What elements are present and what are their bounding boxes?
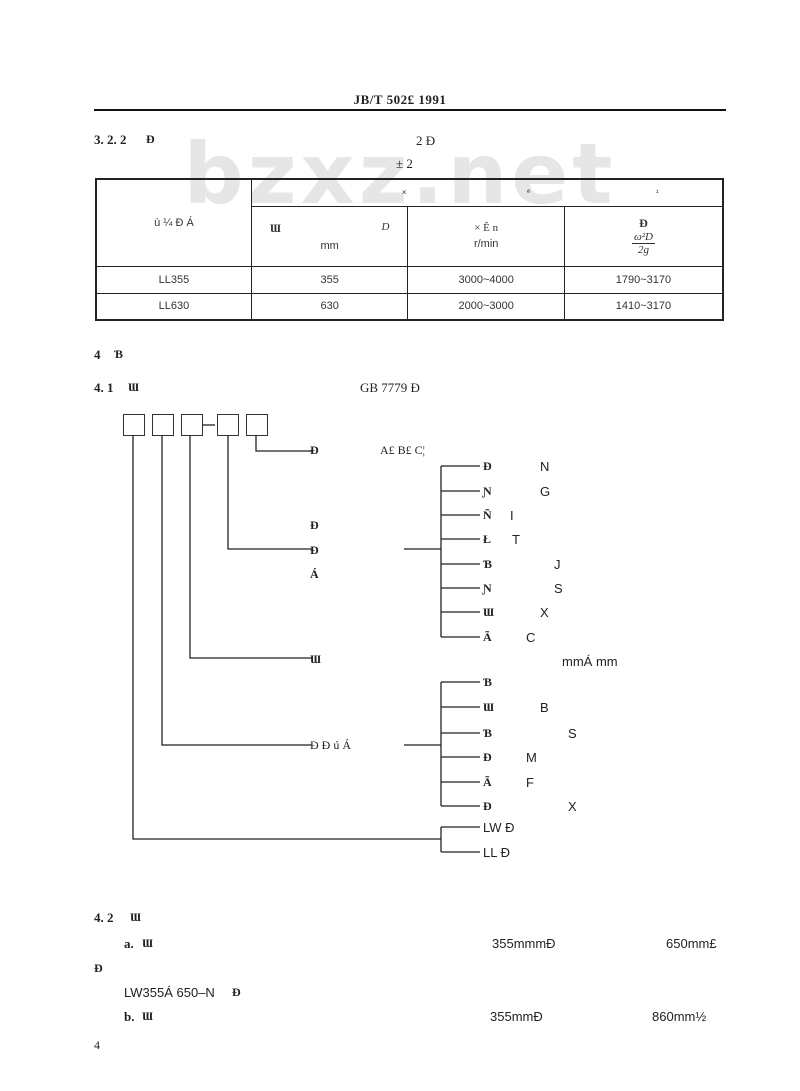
material-glyph: Ã	[483, 630, 492, 644]
structure-label: Ð Ð ú Á	[310, 738, 351, 752]
material-code: T	[512, 532, 520, 547]
material-label-1: Ɖ	[310, 518, 319, 532]
material-label-2: Ɖ	[310, 543, 319, 557]
section-4-number: 4	[94, 347, 101, 362]
section-42-title: Ɯ	[130, 910, 142, 924]
material-code: S	[554, 581, 563, 596]
table-caption: ± 2	[396, 156, 413, 171]
cell-diameter: 355	[250, 265, 409, 294]
item-a-glyph: Ɯ	[142, 936, 154, 950]
cell-model: LL630	[95, 292, 252, 321]
material-glyph: Ɲ	[483, 581, 492, 595]
material-code: I	[510, 508, 514, 523]
item-a-diameter: 355mmmƉ	[492, 936, 556, 951]
formula-header: Ɖ ω²D 2g	[563, 205, 724, 267]
diameter-header-glyph: Ɯ	[269, 220, 282, 235]
grade-label: Ð	[310, 443, 319, 457]
item-b-diameter: 355mmƉ	[490, 1009, 543, 1024]
code-box-structure	[152, 414, 174, 436]
section-322-title: Ɖ	[146, 132, 155, 146]
material-glyph: Ɖ	[483, 459, 492, 473]
header-rule	[94, 109, 726, 111]
section-322-table-ref: 2 Ɖ	[416, 133, 436, 148]
table-row: LL355 355 3000~4000 1790~3170	[95, 265, 724, 294]
formula-denominator: 2g	[637, 244, 649, 256]
structure-glyph: Ɓ	[483, 726, 493, 740]
diameter-header: Ɯ D mm	[250, 205, 409, 267]
cell-value: 1410~3170	[563, 292, 724, 321]
cell-speed: 3000~4000	[407, 265, 565, 294]
type-lw: LW Ɖ	[483, 820, 515, 835]
section-41-ref: GB 7779 Ɖ	[360, 380, 420, 395]
structure-code: S	[568, 726, 577, 741]
section-42-number: 4. 2	[94, 910, 114, 925]
structure-code: X	[568, 799, 577, 814]
section-41-title: Ɯ	[128, 380, 140, 394]
section-41-number: 4. 1	[94, 380, 114, 395]
cell-diameter: 630	[250, 292, 409, 321]
structure-glyph: Ã	[483, 775, 492, 789]
example-a-code: LW355Á 650–N	[124, 985, 215, 1000]
formula-header-glyph: Ɖ	[639, 216, 648, 230]
code-box-grade	[246, 414, 268, 436]
structure-glyph: Ɖ	[483, 750, 492, 764]
item-b-label: b.	[124, 1009, 135, 1024]
item-b-length: 860mm½	[652, 1009, 707, 1024]
structure-glyph: Ɯ	[483, 700, 495, 714]
page-number: 4	[94, 1038, 100, 1052]
grade-values: A£ B£ C¦	[380, 443, 426, 457]
structure-glyph: Ɖ	[483, 799, 492, 813]
structure-code: M	[526, 750, 537, 765]
material-glyph: Ɯ	[483, 605, 495, 619]
group-header-a: ×	[401, 188, 407, 198]
diameter-symbol: D	[381, 220, 390, 233]
type-ll: LL Ɖ	[483, 845, 510, 860]
diameter-unit: mm	[320, 239, 339, 252]
material-code: G	[540, 484, 551, 499]
material-label-3: Á	[310, 567, 319, 581]
material-glyph: Ɲ	[483, 484, 492, 498]
spec-table: ù ¼ Ð Á × ª ¹ Ɯ D mm × Ê n r/min Ɖ ω²D 2…	[95, 178, 724, 321]
material-code: N	[540, 459, 550, 474]
section-322-number: 3. 2. 2	[94, 132, 127, 147]
formula-numerator: ω²D	[631, 231, 655, 244]
group-header: × ª ¹	[250, 178, 724, 207]
speed-head: × Ê n	[474, 222, 499, 234]
material-glyph: Ɓ	[483, 557, 493, 571]
item-a-label: a.	[124, 936, 134, 951]
material-glyph: Ñ	[483, 508, 492, 522]
cell-speed: 2000~3000	[407, 292, 565, 321]
group-header-b: ª	[526, 188, 530, 198]
standard-header: JB/T 502£ 1991	[353, 92, 447, 107]
item-b-glyph: Ɯ	[142, 1009, 154, 1023]
material-code: C	[526, 630, 536, 645]
formula: ω²D 2g	[631, 231, 655, 256]
material-code: J	[554, 557, 561, 572]
structure-code: F	[526, 775, 534, 790]
structure-glyph: Ɓ	[483, 675, 493, 689]
material-code: X	[540, 605, 549, 620]
speed-unit: r/min	[473, 238, 499, 250]
diameter-unit: mmÁ mm	[562, 654, 618, 669]
diameter-label: Ɯ	[310, 652, 322, 666]
item-a-length: 650mm£	[666, 936, 717, 951]
material-glyph: Ł	[483, 532, 492, 546]
group-header-c: ¹	[656, 188, 659, 198]
item-a-continuation: Ɖ	[94, 961, 103, 975]
code-box-type	[123, 414, 145, 436]
example-a-glyph: Ɖ	[232, 985, 241, 999]
section-4-title: Ɓ	[114, 347, 124, 361]
table-row: LL630 630 2000~3000 1410~3170	[95, 292, 724, 321]
structure-code: B	[540, 700, 549, 715]
